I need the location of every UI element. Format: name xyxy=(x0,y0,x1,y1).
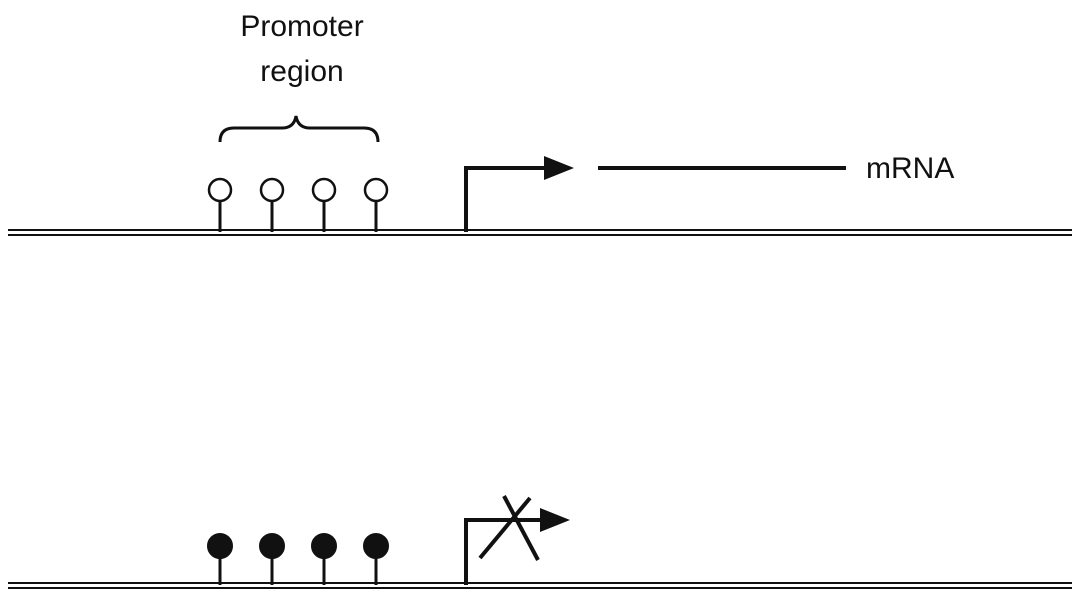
mrna-label: mRNA xyxy=(866,152,954,185)
promoter-brace xyxy=(218,115,380,143)
methylated-site xyxy=(207,533,233,585)
methylated-site xyxy=(259,533,285,585)
dna-strand-top xyxy=(8,229,1072,236)
unmethylated-site xyxy=(207,177,233,232)
promoter-label-line2: region xyxy=(260,55,343,88)
unmethylated-site xyxy=(311,177,337,232)
methylated-panel xyxy=(8,495,1072,589)
block-cross-icon xyxy=(478,495,540,561)
dna-strand-bottom xyxy=(8,582,1072,589)
methylated-site xyxy=(311,533,337,585)
unmethylated-site xyxy=(363,177,389,232)
transcription-start-arrow xyxy=(464,156,574,232)
unmethylated-site xyxy=(259,177,285,232)
unmethylated-panel: Promoter region xyxy=(8,10,1072,236)
promoter-label-line1: Promoter xyxy=(240,10,363,43)
methylated-site xyxy=(363,533,389,585)
